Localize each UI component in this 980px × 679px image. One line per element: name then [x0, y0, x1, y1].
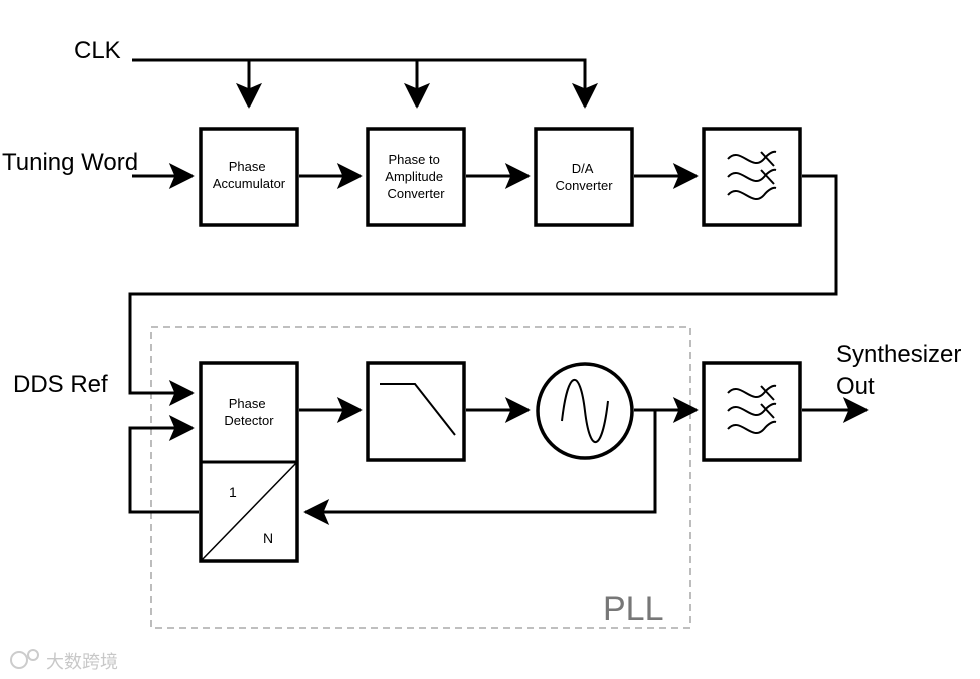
- synthesizer-out-line-2: Out: [836, 373, 875, 400]
- phase-accumulator-label-line-2: Accumulator: [213, 176, 286, 191]
- sine-wave-icon: [561, 378, 609, 444]
- dds-ref-label: DDS Ref: [13, 371, 108, 398]
- phase-to-amplitude-converter-block: Phase to Amplitude Converter: [366, 127, 466, 227]
- watermark: 大数跨境: [10, 649, 118, 672]
- phase-accumulator-block: Phase Accumulator: [199, 127, 299, 227]
- pll-label: PLL: [603, 590, 664, 628]
- divider-numerator: 1: [229, 484, 237, 500]
- svg-text:Phase to Amplitude: Phase to Amplitude Converter: [385, 152, 446, 201]
- frequency-divider-block: 1 N: [200, 461, 298, 562]
- da-converter-block: D/A Converter: [534, 127, 634, 227]
- svg-text:Phase Accumulator: Phase Accumulator: [213, 159, 286, 191]
- clk-bus: [132, 58, 598, 109]
- divider-diagonal: [200, 461, 298, 562]
- clk-label: CLK: [74, 37, 121, 64]
- phase-to-amplitude-label-line-3: Converter: [387, 186, 445, 201]
- bandpass-filter-icon: [727, 384, 777, 435]
- watermark-logo-icon: [10, 651, 28, 669]
- pll-boundary: [150, 326, 691, 629]
- divider-denominator: N: [263, 530, 273, 546]
- feedback-divider-to-detector-wire: [128, 415, 199, 514]
- phase-to-amplitude-label-line-2: Amplitude: [385, 169, 443, 184]
- dds-ref-wire: [128, 174, 838, 406]
- synthesizer-out-line-1: Synthesizer: [836, 341, 961, 368]
- phase-accumulator-label-line-1: Phase: [229, 159, 266, 174]
- bandpass-filter-icon: [727, 150, 777, 201]
- tuning-word-label: Tuning Word: [2, 149, 138, 176]
- phase-detector-label-line-2: Detector: [224, 413, 274, 428]
- svg-text:Phase Detector: Phase Detector: [224, 396, 274, 428]
- svg-text:D/A Converter: D/A Converter: [555, 161, 613, 193]
- phase-detector-block: Phase Detector: [199, 361, 299, 563]
- output-filter-top-block: [702, 127, 802, 227]
- phase-detector-label-line-1: Phase: [229, 396, 266, 411]
- da-converter-label-line-2: Converter: [555, 178, 613, 193]
- vco-block: [536, 362, 634, 460]
- synthesizer-out-label: Synthesizer Out: [836, 341, 968, 400]
- watermark-text: 大数跨境: [46, 652, 118, 672]
- output-filter-bottom-block: [702, 361, 802, 462]
- da-converter-label-line-1: D/A: [572, 161, 594, 176]
- feedback-vco-to-divider-wire: [303, 410, 657, 525]
- phase-to-amplitude-label-line-1: Phase to: [389, 152, 440, 167]
- loop-filter-block: [366, 361, 466, 462]
- lowpass-response-icon: [380, 383, 456, 436]
